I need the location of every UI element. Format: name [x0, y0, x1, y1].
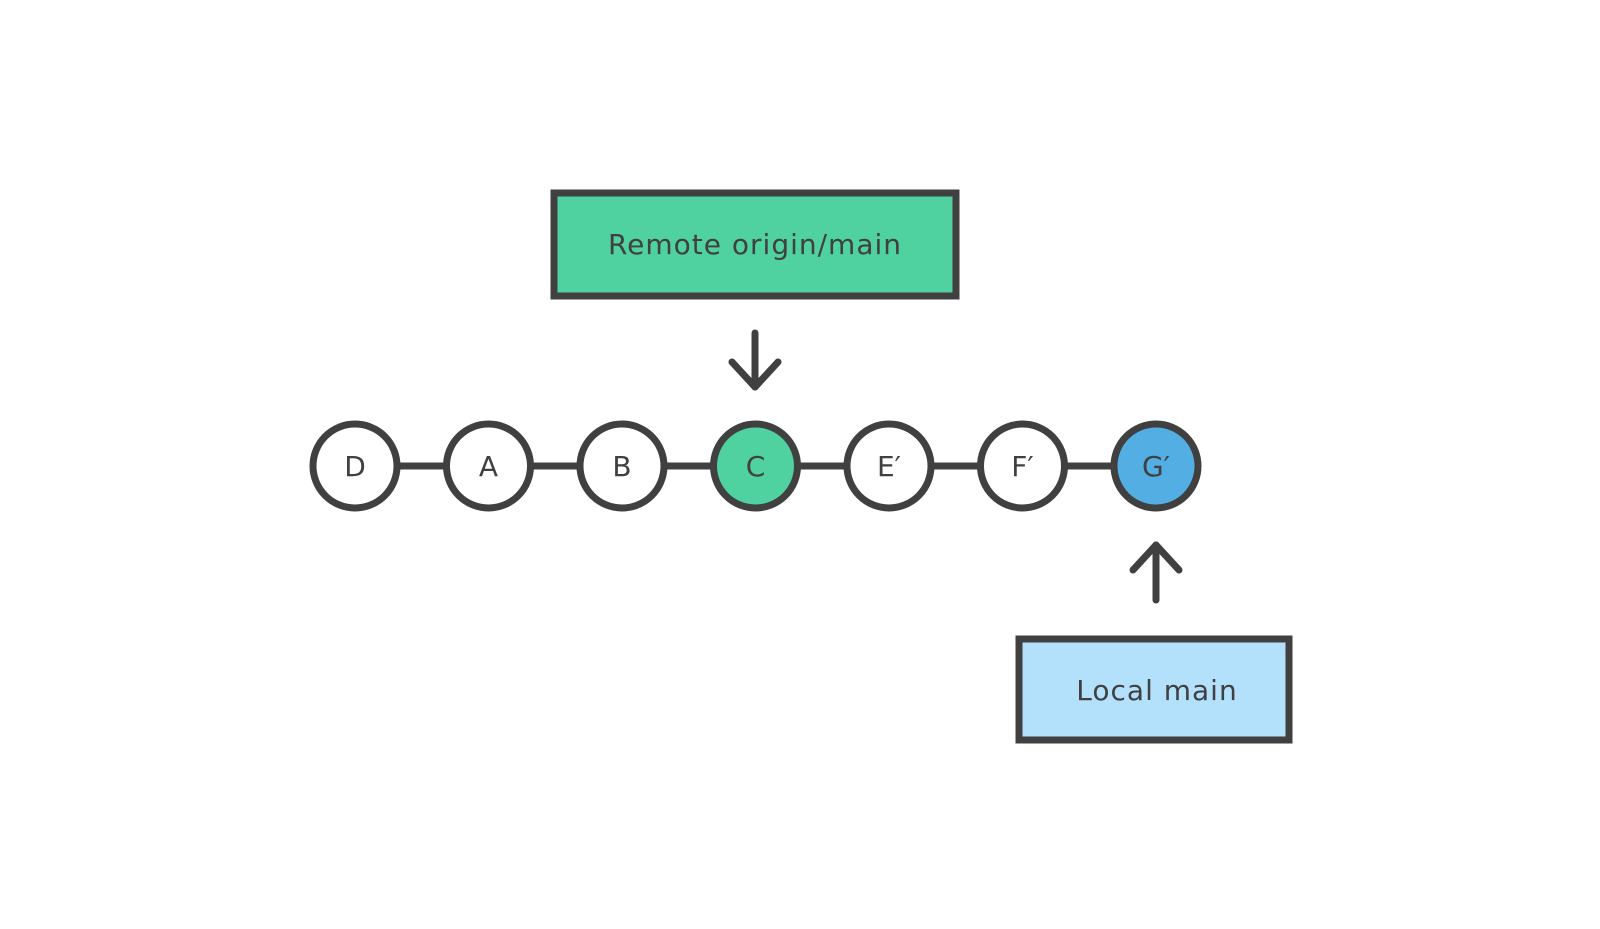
commit-node: D: [309, 420, 401, 512]
commit-label: D: [344, 450, 366, 483]
commit-label: G′: [1142, 450, 1170, 483]
commit-circle: [1110, 420, 1202, 512]
local-branch-label: Local main: [1015, 635, 1293, 744]
arrow-down-icon: [728, 329, 782, 391]
commit-circle: [576, 420, 668, 512]
commit-circle: [977, 420, 1068, 512]
commit-circle: [309, 420, 401, 512]
local-label-text: Local main: [1076, 674, 1237, 707]
remote-branch-label: Remote origin/main: [550, 189, 960, 300]
commit-node: F′: [977, 420, 1068, 512]
commit-circle: [843, 420, 935, 512]
commit-nodes: D A B C E′ F′ G′: [309, 420, 1202, 512]
commit-node: G′: [1110, 420, 1202, 512]
remote-label-text: Remote origin/main: [608, 228, 902, 261]
commit-circle: [443, 420, 534, 512]
commit-node: C: [710, 420, 801, 512]
commit-label: E′: [877, 450, 901, 483]
arrow-up-icon: [1129, 541, 1183, 604]
commit-label: F′: [1011, 450, 1033, 483]
local-label-box: [1015, 635, 1293, 744]
commit-label: C: [746, 450, 766, 483]
commit-label: A: [479, 450, 498, 483]
commit-node: B: [576, 420, 668, 512]
remote-label-box: [550, 189, 960, 300]
commit-node: A: [443, 420, 534, 512]
commit-circle: [710, 420, 801, 512]
commit-node: E′: [843, 420, 935, 512]
commit-label: B: [612, 450, 631, 483]
